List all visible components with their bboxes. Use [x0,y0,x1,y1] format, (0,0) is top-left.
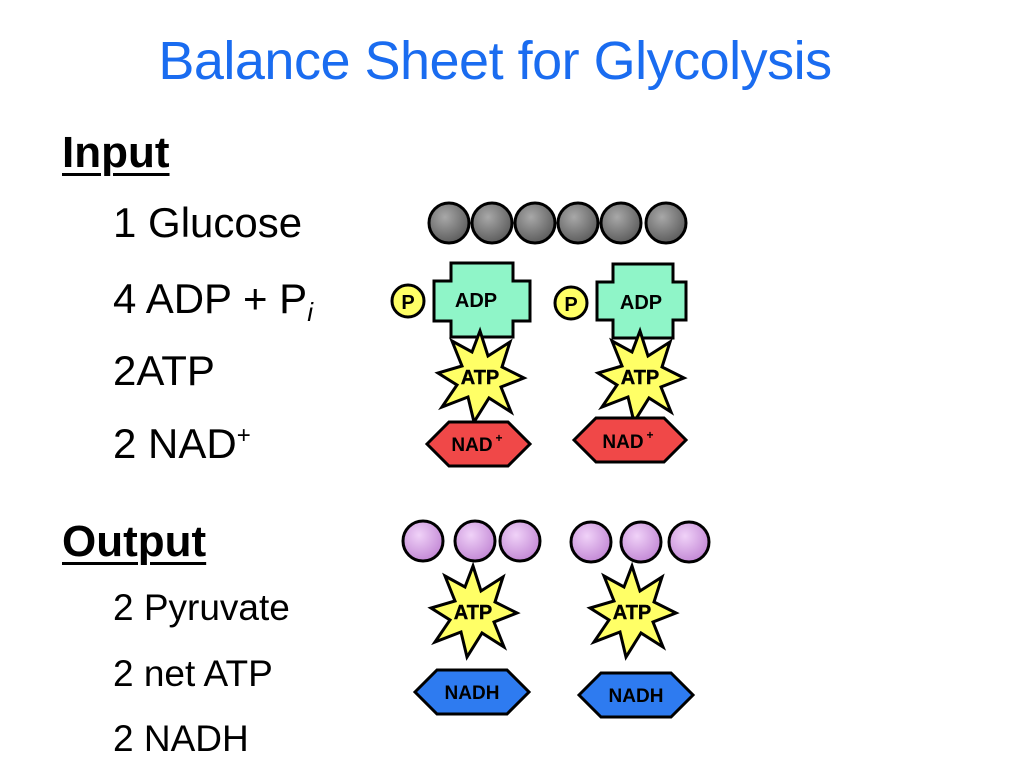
pyruvate-carbon [667,520,711,564]
input-adp: 4 ADP + Pi [113,275,313,327]
glucose-carbon [427,201,471,245]
nadh-label: NADH [445,683,500,704]
input-nad: 2 NAD+ [113,420,251,468]
atp-icon [427,561,521,661]
atp-icon [586,561,680,661]
phosphate-adp-pair-1: P ADP [390,261,532,339]
pyruvate-carbon [498,519,542,563]
glucose-carbon [470,201,514,245]
atp-burst-input-1: ATP [434,326,528,426]
phosphate-icon [390,283,426,319]
adp-icon [595,262,688,340]
nad-superscript: + [646,428,653,442]
nad-plus-2: NAD + [571,416,689,464]
output-heading: Output [62,517,207,566]
nad-icon [424,420,533,468]
output-pyruvate: 2 Pyruvate [113,587,290,628]
nad-plus-1: NAD + [424,420,533,468]
input-nad-text: 2 NAD [113,420,237,467]
nadh-1: NADH [412,668,532,716]
nadh-label: NADH [609,686,664,707]
output-nadh: 2 NADH [113,718,249,759]
phosphate-icon [553,285,589,321]
atp-label: ATP [454,602,493,624]
pyruvate-carbon [619,520,663,564]
glucose-carbon [513,201,557,245]
pyruvate-carbon [401,519,445,563]
nadh-icon [576,671,696,719]
nad-label: NAD [602,432,643,453]
phosphate-label: P [564,294,577,316]
pyruvate-carbon [453,519,497,563]
input-adp-text: 4 ADP + P [113,275,308,322]
pyruvate-molecule-1 [401,519,542,563]
input-atp: 2ATP [113,347,215,394]
nadh-2: NADH [576,671,696,719]
nad-superscript: + [495,431,502,445]
output-net-atp: 2 net ATP [113,653,273,694]
input-adp-subscript: i [307,297,313,327]
input-heading: Input [62,128,170,177]
adp-label: ADP [620,292,662,314]
glucose-carbon [644,201,688,245]
input-glucose: 1 Glucose [113,199,303,246]
glucose-carbon [556,201,600,245]
atp-burst-output-1: ATP [427,561,521,661]
glucose-carbon [599,201,643,245]
adp-icon [432,261,532,339]
input-nad-superscript: + [236,422,251,449]
atp-label: ATP [613,602,652,624]
adp-label: ADP [455,290,497,312]
atp-label: ATP [461,367,500,389]
pyruvate-molecule-2 [569,520,711,564]
atp-label: ATP [621,367,660,389]
glucose-molecule [427,201,688,245]
phosphate-adp-pair-2: P ADP [553,262,688,340]
phosphate-label: P [401,292,414,314]
pyruvate-carbon [569,520,613,564]
slide-title: Balance Sheet for Glycolysis [158,31,832,91]
nad-icon [571,416,689,464]
nadh-icon [412,668,532,716]
atp-burst-output-2: ATP [586,561,680,661]
atp-burst-input-2: ATP [594,326,688,426]
nad-label: NAD [451,435,492,456]
